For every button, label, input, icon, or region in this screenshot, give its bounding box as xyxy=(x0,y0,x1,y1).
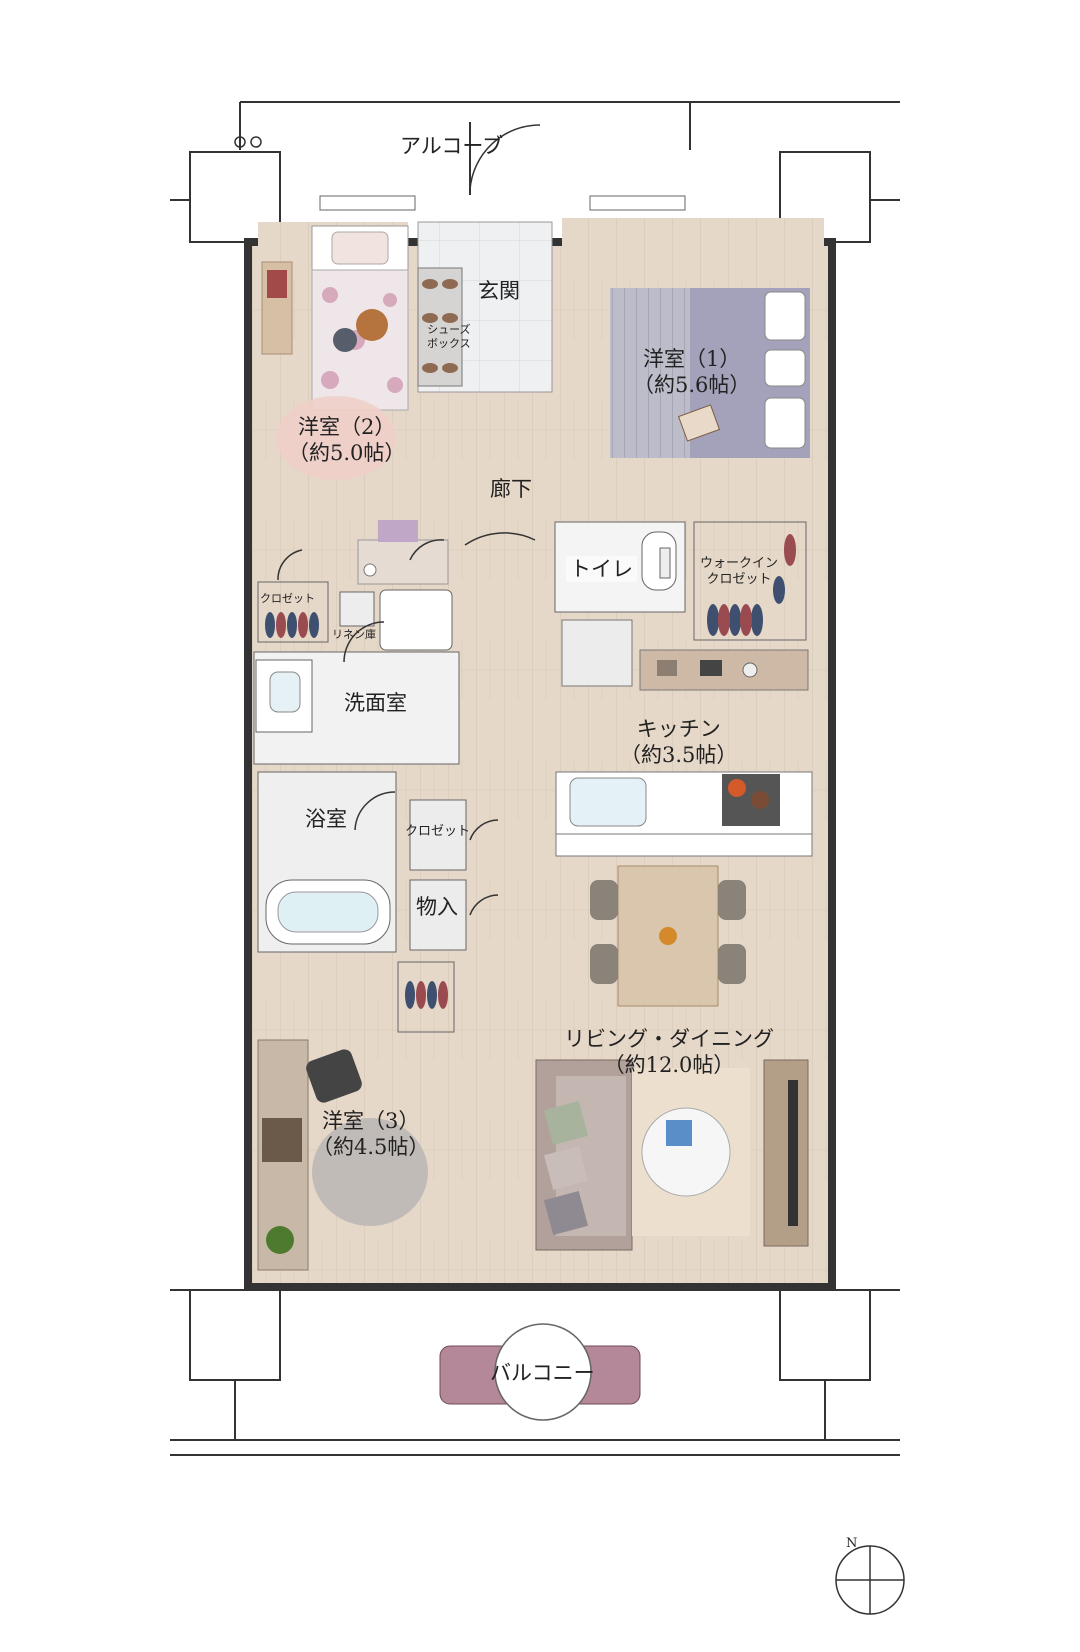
label-storage: 物入 xyxy=(416,895,458,919)
label-bathroom: 浴室 xyxy=(305,807,347,831)
label-closet: クロゼット xyxy=(405,824,471,839)
washroom xyxy=(253,651,460,765)
label-alcove: アルコーブ xyxy=(400,134,504,158)
label-western2-name: 洋室（2） xyxy=(298,415,396,439)
bathroom xyxy=(257,771,397,953)
label-wic: ウォークイン クロゼット xyxy=(700,556,778,589)
label-kitchen-name: キッチン xyxy=(636,717,721,741)
doors xyxy=(277,532,536,916)
walk-in-closet xyxy=(693,521,807,641)
label-kitchen: キッチン （約3.5帖） xyxy=(620,716,737,769)
label-western2: 洋室（2） （約5.0帖） xyxy=(288,414,405,467)
label-western3-name: 洋室（3） xyxy=(322,1109,420,1133)
label-western2-size: （約5.0帖） xyxy=(288,441,406,466)
balcony-furniture xyxy=(439,1323,641,1421)
dining-table xyxy=(590,865,746,1007)
label-washroom: 洗面室 xyxy=(344,691,407,715)
label-balcony: バルコニー xyxy=(490,1361,595,1385)
label-closet-small: クロゼット xyxy=(260,592,315,605)
label-living-size: （約12.0帖） xyxy=(603,1053,735,1078)
label-western1-name: 洋室（1） xyxy=(643,347,741,371)
label-corridor: 廊下 xyxy=(490,477,532,501)
closet-small xyxy=(257,581,453,651)
compass-label: N xyxy=(846,1536,858,1551)
label-western1: 洋室（1） （約5.6帖） xyxy=(633,346,750,399)
label-living-name: リビング・ダイニング xyxy=(564,1027,774,1051)
meter-circles xyxy=(234,136,262,148)
compass-icon xyxy=(835,1545,905,1615)
western-room-2 xyxy=(258,222,449,585)
label-kitchen-size: （約3.5帖） xyxy=(620,743,738,768)
western-room-1 xyxy=(562,218,824,518)
entrance xyxy=(417,122,553,393)
living-room xyxy=(535,1059,809,1251)
label-entrance: 玄関 xyxy=(478,279,520,303)
top-windows xyxy=(319,195,686,211)
label-toilet: トイレ xyxy=(566,556,637,583)
label-wic-1: ウォークイン xyxy=(700,556,779,571)
label-shoebox-2: ボックス xyxy=(427,336,471,350)
label-western1-size: （約5.6帖） xyxy=(633,373,751,398)
kitchen xyxy=(555,619,813,857)
closet-storage xyxy=(397,799,467,1033)
label-western3-size: （約4.5帖） xyxy=(312,1135,430,1160)
label-shoebox-1: シューズ xyxy=(427,323,471,336)
western-room-3 xyxy=(257,1039,428,1271)
label-living: リビング・ダイニング （約12.0帖） xyxy=(564,1026,774,1079)
label-linen: リネン庫 xyxy=(332,628,376,641)
label-shoebox: シューズ ボックス xyxy=(427,323,471,351)
label-wic-2: クロゼット xyxy=(706,572,772,588)
label-western3: 洋室（3） （約4.5帖） xyxy=(312,1108,429,1161)
